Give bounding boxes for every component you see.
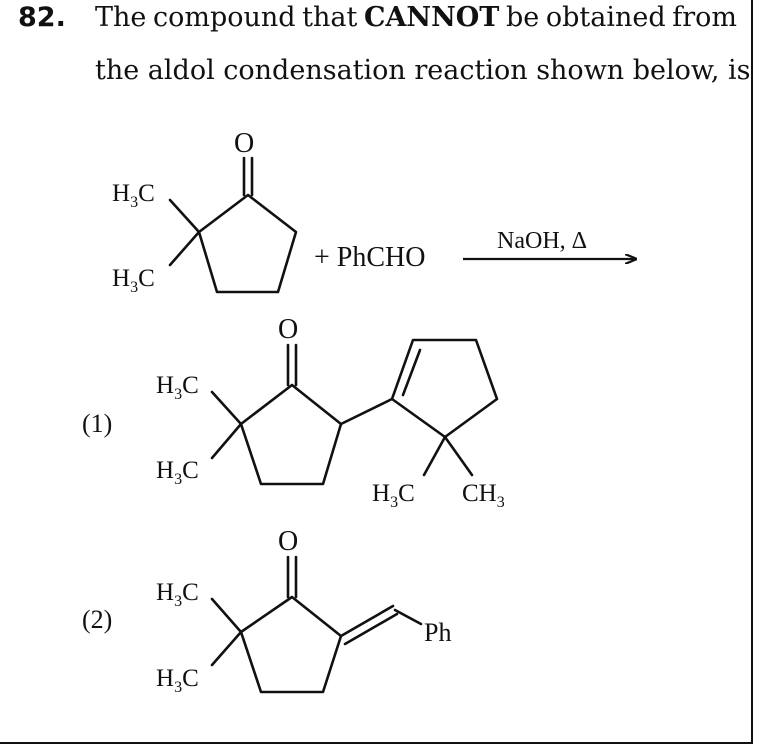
phenyl-label: Ph <box>424 618 451 647</box>
methyl-label-top: H3C <box>112 180 155 211</box>
methyl-label-bottom: H3C <box>156 665 199 696</box>
question-word: compound <box>152 2 296 33</box>
methyl-label-bottom: H3C <box>112 265 155 296</box>
question-number: 82. <box>18 2 66 33</box>
methyl-label-top: H3C <box>156 372 199 403</box>
methyl-bond <box>210 390 243 426</box>
question-text-line-1: The compound that CANNOT be obtained fro… <box>95 2 737 33</box>
question-word: that <box>302 2 358 33</box>
gem-methyl-bond <box>443 435 474 477</box>
cyclopentene-ring <box>390 338 499 439</box>
bottom-border <box>0 742 753 744</box>
ring-methyl-right: CH3 <box>462 480 505 511</box>
question-text-line-2: the aldol condensation reaction shown be… <box>95 55 751 86</box>
gem-methyl-bond <box>422 435 447 477</box>
methyl-bond <box>210 422 243 460</box>
question-word: from <box>672 2 737 33</box>
methyl-label-top: H3C <box>156 579 199 610</box>
ring-link-bond <box>339 397 394 426</box>
ring-double-bond <box>401 348 422 397</box>
exocyclic-double-bond <box>343 612 399 646</box>
option-2-oxygen: O <box>278 526 298 557</box>
cyclopentanone-ring <box>239 383 343 486</box>
question-word: The <box>95 2 147 33</box>
methyl-bond <box>210 630 243 667</box>
reactant-structure: O H3C H3C <box>112 128 298 296</box>
exocyclic-double-bond <box>339 604 395 638</box>
option-label: (1) <box>82 409 112 438</box>
option-2: (2) O H3C H3C Ph <box>82 526 451 696</box>
cyclopentanone-ring <box>239 595 343 694</box>
methyl-label-bottom: H3C <box>156 457 199 488</box>
methyl-bond <box>210 597 243 634</box>
plus-reagent: + PhCHO <box>314 242 425 273</box>
methyl-bond <box>168 230 201 267</box>
methyl-bond <box>168 198 201 234</box>
ring-methyl-left: H3C <box>372 480 415 511</box>
question-word: be <box>505 2 540 33</box>
reaction-conditions: NaOH, Δ <box>497 228 587 254</box>
cyclopentane-ring <box>197 193 298 294</box>
benzylidene-bond <box>393 608 423 626</box>
option-1: (1) O H3C H3C H3C CH3 <box>82 314 505 511</box>
option-1-oxygen: O <box>278 314 298 345</box>
right-border <box>751 0 753 744</box>
question-word: obtained <box>545 2 666 33</box>
question-keyword-cannot: CANNOT <box>363 2 500 33</box>
option-label: (2) <box>82 605 112 634</box>
reactant-oxygen: O <box>234 128 254 159</box>
